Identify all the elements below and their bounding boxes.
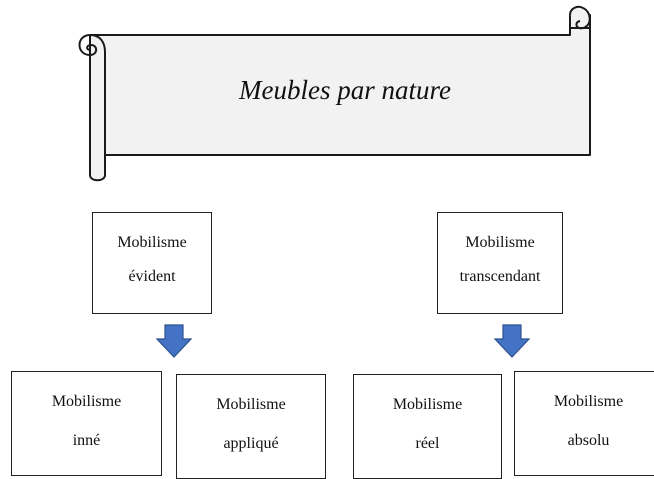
box-label-line2: transcendant bbox=[459, 268, 541, 286]
box-label-line1: Mobilisme bbox=[51, 393, 122, 410]
down-arrow-icon bbox=[494, 324, 530, 358]
box-label-line1: Mobilisme bbox=[216, 396, 286, 413]
child-box-absolu: Mobilisme absolu bbox=[514, 371, 654, 476]
scroll-shape bbox=[78, 5, 591, 182]
box-label-line2: réel bbox=[415, 435, 440, 453]
down-arrow-icon bbox=[156, 324, 192, 358]
scroll-banner bbox=[78, 5, 591, 182]
box-label-line1: Mobilisme bbox=[117, 234, 187, 251]
box-label-line2: appliqué bbox=[223, 435, 279, 453]
box-label-line1: Mobilisme bbox=[392, 396, 463, 413]
box-label-line1: Mobilisme bbox=[553, 393, 624, 410]
child-box-reel: Mobilisme réel bbox=[353, 374, 502, 479]
box-label-line2: absolu bbox=[567, 432, 610, 450]
box-label-line2: inné bbox=[72, 432, 101, 450]
box-label-line1: Mobilisme bbox=[465, 234, 535, 251]
box-label-line2: évident bbox=[128, 268, 176, 286]
child-box-inne: Mobilisme inné bbox=[11, 371, 162, 476]
banner-title: Meubles par nature bbox=[239, 75, 451, 105]
parent-box-evident: Mobilisme évident bbox=[92, 212, 212, 314]
parent-box-transcendant: Mobilisme transcendant bbox=[437, 212, 563, 314]
child-box-applique: Mobilisme appliqué bbox=[176, 374, 326, 479]
